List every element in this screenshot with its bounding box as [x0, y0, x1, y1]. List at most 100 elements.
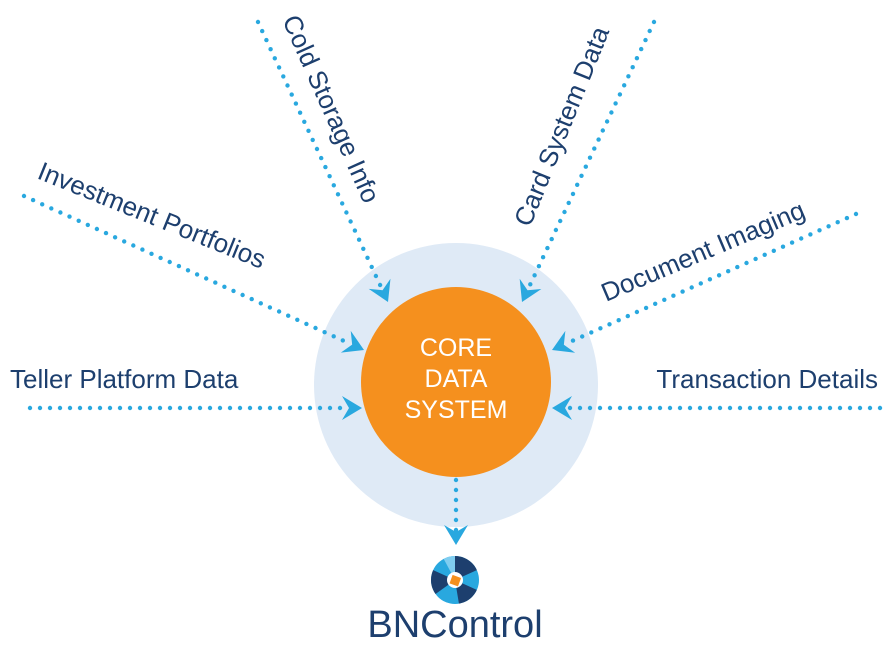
connector-dot-document	[817, 228, 822, 233]
connector-dot-transaction	[847, 405, 853, 411]
connector-dot-document	[616, 318, 621, 323]
connector-dot-document	[625, 313, 630, 319]
connector-dot-document	[707, 277, 713, 282]
connector-dot-card	[575, 182, 580, 187]
connector-dot-teller	[107, 405, 113, 411]
connector-dot-teller	[147, 405, 153, 411]
connector-dot-teller	[67, 405, 73, 411]
connector-dot-cold	[361, 246, 366, 251]
connector-dot-cold	[310, 137, 315, 143]
connector-dot-card	[558, 218, 563, 224]
connector-dot-cold	[335, 192, 341, 197]
connector-dot-cold	[302, 119, 307, 125]
connector-dot-card	[596, 137, 601, 142]
connector-dot-transaction	[697, 405, 703, 411]
connector-dot-cold	[373, 273, 379, 279]
connector-dot-cold	[293, 101, 299, 106]
connector-dot-transaction	[777, 405, 783, 411]
connector-dot-bncontrol	[453, 507, 459, 513]
connector-dot-teller	[207, 405, 213, 411]
connector-dot-investment	[49, 206, 54, 211]
connector-dot-card	[540, 255, 546, 260]
connector-dot-cold	[356, 237, 362, 242]
connector-dot-teller	[57, 405, 63, 411]
label-transaction-details: Transaction Details	[656, 364, 878, 394]
connector-dot-card	[600, 128, 605, 133]
connector-dot-investment	[158, 255, 163, 261]
connector-dot-document	[808, 232, 813, 237]
connector-dot-cold	[255, 19, 261, 25]
connector-dot-teller	[167, 405, 173, 411]
connector-dot-transaction	[587, 405, 593, 411]
connector-dot-cold	[365, 255, 370, 260]
connector-dot-investment	[21, 193, 27, 199]
connector-dot-teller	[117, 405, 123, 411]
connector-dot-investment	[194, 272, 200, 277]
connector-dot-investment	[58, 210, 63, 215]
connector-arrows	[340, 278, 576, 545]
connector-dot-teller	[77, 405, 83, 411]
arrow-icon-bncontrol	[444, 525, 468, 545]
connector-dot-transaction	[577, 405, 583, 411]
connector-dot-document	[680, 289, 685, 294]
connector-dot-transaction	[677, 405, 683, 411]
connector-dot-cold	[314, 146, 320, 152]
connector-dot-document	[607, 322, 612, 327]
connector-dot-teller	[297, 405, 303, 411]
connector-dot-transaction	[607, 405, 613, 411]
connector-dot-cold	[289, 92, 294, 97]
connector-dot-investment	[222, 284, 227, 289]
connector-dot-transaction	[597, 405, 603, 411]
connector-dot-investment	[149, 251, 154, 256]
connector-dot-card	[532, 273, 537, 278]
connector-dot-transaction	[637, 405, 643, 411]
connector-dot-document	[716, 273, 722, 278]
connector-dot-investment	[67, 214, 72, 219]
connector-dot-transaction	[787, 405, 793, 411]
brand-name: BNControl	[367, 604, 542, 646]
connector-dot-teller	[187, 405, 193, 411]
connector-dot-investment	[267, 305, 273, 310]
connector-dot-transaction	[837, 405, 843, 411]
connector-dot-teller	[177, 405, 183, 411]
connector-dot-cold	[285, 83, 290, 88]
connector-dot-transaction	[687, 405, 693, 411]
connector-dot-document	[643, 305, 649, 311]
connector-dot-document	[580, 334, 585, 339]
connector-dot-cold	[344, 210, 349, 215]
connector-dot-cold	[352, 228, 358, 233]
connector-dot-investment	[286, 313, 291, 318]
connector-dot-card	[562, 209, 567, 215]
connector-dot-document	[844, 215, 850, 221]
connector-dot-transaction	[857, 405, 863, 411]
connector-dot-card	[634, 56, 640, 61]
connector-dot-transaction	[817, 405, 823, 411]
connector-dot-cold	[348, 219, 353, 224]
connector-dot-teller	[307, 405, 313, 411]
connector-dot-investment	[276, 309, 282, 314]
label-document-imaging: Document Imaging	[597, 195, 810, 308]
connector-dot-bncontrol	[453, 497, 459, 503]
connector-dot-teller	[337, 405, 343, 411]
connector-dot-teller	[197, 405, 203, 411]
connector-dot-cold	[281, 74, 286, 79]
connector-dot-investment	[176, 263, 182, 269]
connector-dot-document	[826, 224, 831, 229]
connector-dot-card	[617, 92, 623, 97]
connector-dot-document	[799, 236, 804, 241]
core-label-line-1: CORE	[420, 334, 492, 362]
connector-dot-cold	[260, 28, 265, 34]
connector-dot-teller	[217, 405, 223, 411]
connector-dot-document	[698, 281, 703, 286]
connector-dot-document	[835, 220, 840, 225]
connector-dot-cold	[276, 65, 282, 70]
connector-dot-investment	[131, 243, 136, 248]
connector-dot-investment	[94, 226, 100, 232]
core-label-line-3: SYSTEM	[405, 396, 508, 424]
connector-dot-transaction	[727, 405, 733, 411]
arrow-icon-transaction	[552, 396, 572, 420]
connector-dot-document	[689, 285, 694, 290]
connector-dot-investment	[103, 230, 109, 236]
connector-dot-cold	[297, 110, 303, 115]
connector-dot-investment	[122, 239, 127, 244]
